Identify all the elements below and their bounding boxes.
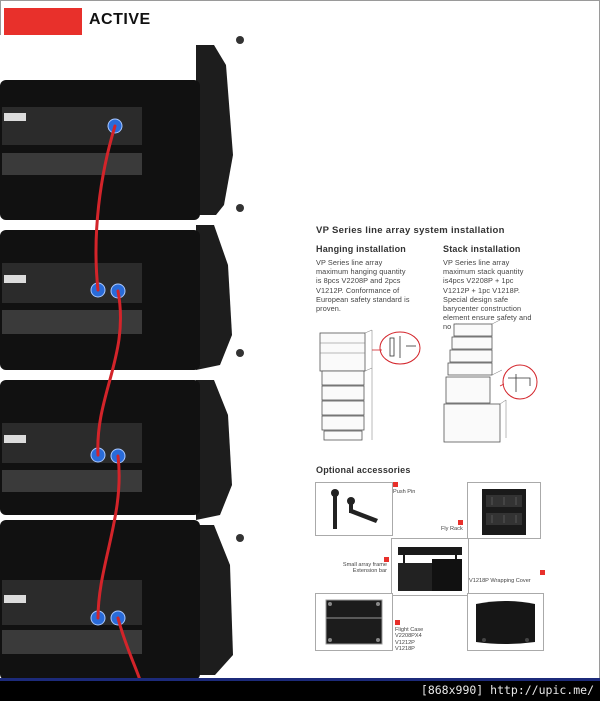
small-frame-marker xyxy=(384,557,389,562)
footer-link[interactable]: [868x990] http://upic.me/ xyxy=(420,683,594,697)
speaker-stack-photo xyxy=(0,35,262,680)
page-title: ACTIVE xyxy=(89,11,151,28)
flight-case-marker xyxy=(395,620,400,625)
stack-heading: Stack installation xyxy=(443,244,521,254)
flight-case-box xyxy=(315,593,393,651)
small-frame-label: Small array frame Extension bar xyxy=(342,562,387,575)
fly-rack-icon xyxy=(482,489,526,535)
hanging-description: VP Series line array maximum hanging qua… xyxy=(316,258,410,314)
push-pin-box xyxy=(315,482,393,536)
wrapping-cover-label: V1218P Wrapping Cover xyxy=(469,578,531,584)
footer-divider xyxy=(0,678,600,681)
wrapping-cover-marker xyxy=(540,570,545,575)
push-pin-icon xyxy=(331,489,378,529)
flight-case-label: Flight Case V2208PX4 V1212P V1218P xyxy=(395,627,424,652)
push-pin-label: Push Pin xyxy=(393,489,416,495)
fly-rack-marker xyxy=(458,520,463,525)
stack-installation-diagram xyxy=(443,320,538,443)
installation-heading: VP Series line array system installation xyxy=(316,225,505,236)
fly-rack-label: Fly Rack xyxy=(441,526,463,532)
header-accent-block xyxy=(4,8,82,35)
small-array-frame-box xyxy=(391,538,469,596)
flight-case-icon xyxy=(325,599,383,645)
wrapping-cover-icon xyxy=(476,601,535,644)
wrapping-cover-box xyxy=(467,593,544,651)
fly-rack-box xyxy=(467,482,541,539)
footer-bar: [868x990] http://upic.me/ xyxy=(0,681,600,701)
array-frame-icon xyxy=(398,547,462,591)
hanging-heading: Hanging installation xyxy=(316,244,407,254)
push-pin-marker xyxy=(393,482,398,487)
hanging-installation-diagram xyxy=(319,329,421,441)
stack-description: VP Series line array maximum stack quant… xyxy=(443,258,532,332)
accessories-heading: Optional accessories xyxy=(316,465,411,475)
